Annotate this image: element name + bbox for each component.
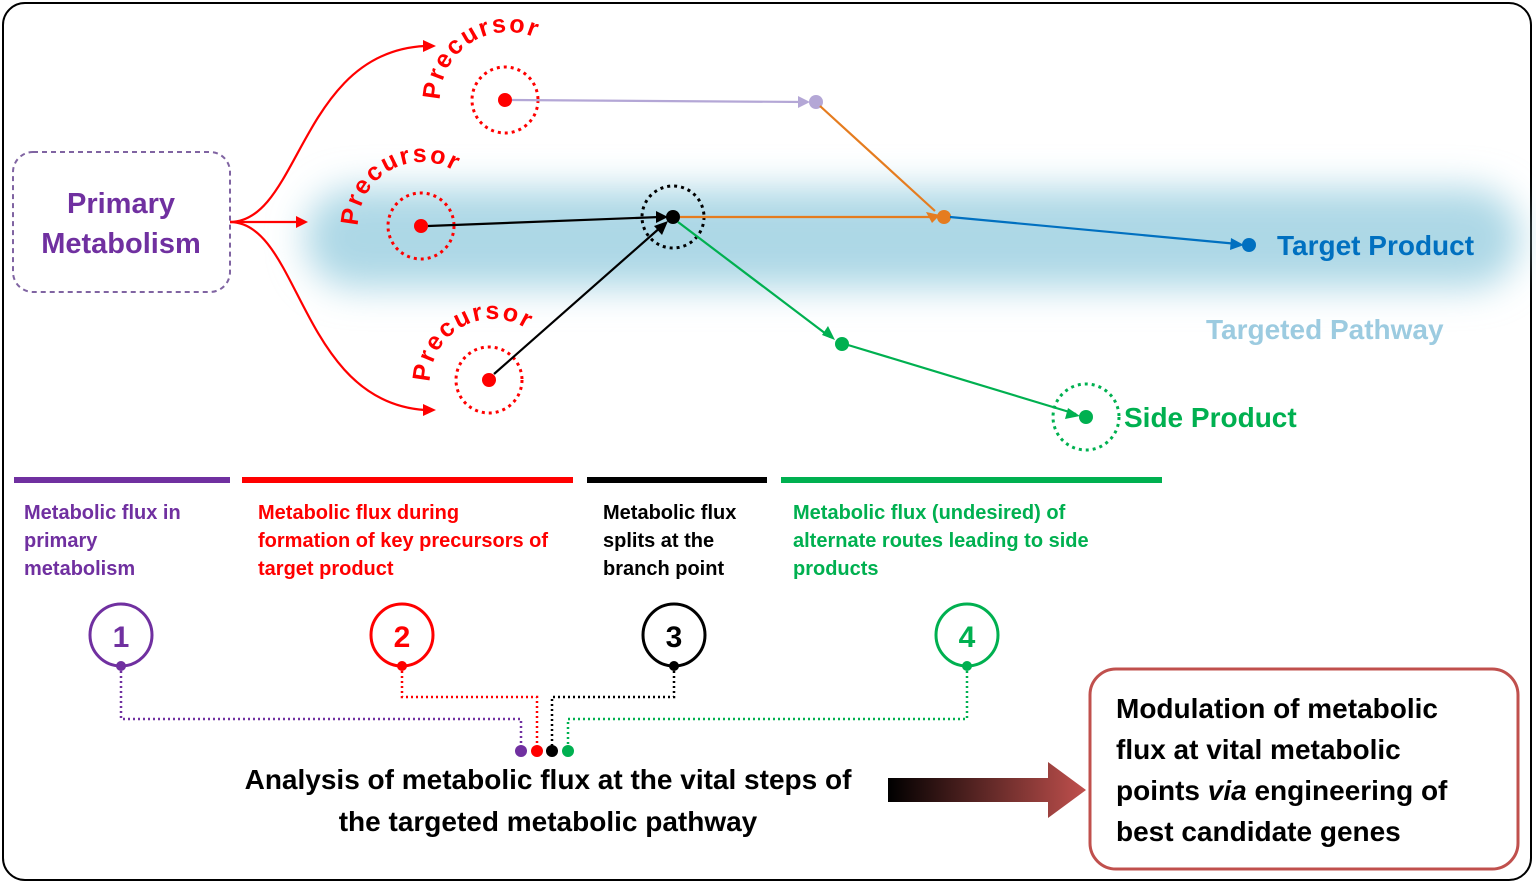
arrowhead-precursor-middle xyxy=(296,216,308,228)
side-product-node xyxy=(1051,382,1121,452)
modulation-box xyxy=(1088,667,1520,871)
connector-start-dot-3 xyxy=(669,661,679,671)
intermediate-node-lavender xyxy=(809,95,823,109)
arrowhead-black-middle xyxy=(656,211,668,223)
arrowhead-green-first xyxy=(822,326,835,340)
arrowhead-blue xyxy=(1230,238,1244,250)
section-bar-2 xyxy=(242,477,573,483)
modulation-line4: best candidate genes xyxy=(1116,816,1401,847)
arrowhead-precursor-bottom xyxy=(423,404,436,416)
connector-end-dot-2 xyxy=(531,745,543,757)
step-number-4: 4 xyxy=(959,621,976,654)
flux-arrow-orange-top xyxy=(819,105,936,212)
flux-arrow-black-bottom xyxy=(493,225,663,375)
step-number-2: 2 xyxy=(394,621,411,654)
arrowhead-lavender xyxy=(798,96,810,108)
flux-arrow-green-first xyxy=(677,221,831,338)
flux-arrow-green-second xyxy=(847,343,1077,416)
arrowhead-precursor-top xyxy=(423,40,436,52)
section-bar-1 xyxy=(14,477,230,483)
precursor-node-bottom xyxy=(454,345,524,415)
flux-description-2: Metabolic flux during formation of key p… xyxy=(258,502,549,580)
primary-metabolism-line2: Metabolism xyxy=(41,228,201,260)
connector-end-dot-3 xyxy=(546,745,558,757)
analysis-text-line1: Analysis of metabolic flux at the vital … xyxy=(245,764,852,795)
intermediate-node-orange xyxy=(937,210,951,224)
connector-end-dot-4 xyxy=(562,745,574,757)
connector-start-dot-2 xyxy=(397,661,407,671)
step-circle-1: 1 xyxy=(88,602,154,668)
modulation-line1: Modulation of metabolic xyxy=(1116,693,1438,724)
primary-metabolism-line1: Primary xyxy=(67,188,175,220)
modulation-line2: flux at vital metabolic xyxy=(1116,734,1401,765)
flux-description-3: Metabolic flux splits at the branch poin… xyxy=(603,502,737,580)
dotted-connectors xyxy=(119,666,969,750)
connector-start-dot-1 xyxy=(116,661,126,671)
step-number-1: 1 xyxy=(113,621,130,654)
flux-arrow-blue xyxy=(949,215,1239,246)
side-product-label: Side Product xyxy=(1124,402,1297,433)
intermediate-node-green xyxy=(835,337,849,351)
flux-description-4: Metabolic flux (undesired) of alternate … xyxy=(793,502,1089,580)
section-bar-3 xyxy=(587,477,767,483)
step-circle-4: 4 xyxy=(934,602,1000,668)
analysis-text-line2: the targeted metabolic pathway xyxy=(339,806,758,837)
section-bar-4 xyxy=(781,477,1162,483)
targeted-pathway-glow xyxy=(305,188,1520,288)
arrowhead-orange xyxy=(926,212,940,223)
arrowhead-black-bottom xyxy=(654,221,668,235)
flux-arrow-lavender xyxy=(511,98,806,104)
targeted-pathway-label: Targeted Pathway xyxy=(1206,314,1444,345)
target-product-label: Target Product xyxy=(1277,230,1474,261)
modulation-line3: points via engineering of xyxy=(1116,775,1448,806)
arrowhead-green-second xyxy=(1065,408,1080,419)
primary-metabolism-box xyxy=(12,151,231,293)
primary-to-precursor-arrows xyxy=(229,44,426,412)
step-circle-3: 3 xyxy=(641,602,707,668)
gradient-arrow xyxy=(888,762,1086,818)
step-number-3: 3 xyxy=(666,621,683,654)
flux-description-1: Metabolic flux in primary metabolism xyxy=(24,502,181,580)
step-circle-2: 2 xyxy=(369,602,435,668)
connector-start-dot-4 xyxy=(962,661,972,671)
target-product-node xyxy=(1242,238,1256,252)
flux-arrow-black-middle xyxy=(427,215,661,228)
connector-end-dot-1 xyxy=(515,745,527,757)
